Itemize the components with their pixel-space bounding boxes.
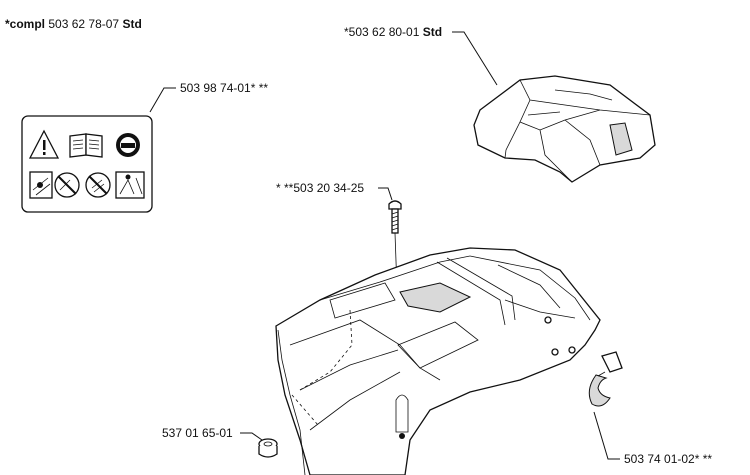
grommet-part xyxy=(258,438,278,458)
cover-part-label: *503 62 80-01 Std xyxy=(344,25,442,39)
grommet-part-label: 537 01 65-01 xyxy=(162,426,233,440)
no-hands-icon xyxy=(29,171,53,199)
no-kickback-icon xyxy=(54,172,80,198)
cover-part-number: *503 62 80-01 xyxy=(344,25,420,39)
clip-part-label: 503 74 01-02* ** xyxy=(624,452,713,466)
helmet-protection-icon xyxy=(116,133,140,157)
cylinder-cover-housing-part xyxy=(275,247,601,475)
safety-distance-icon xyxy=(115,171,145,199)
cover-std-suffix: Std xyxy=(422,25,443,39)
safety-decal-part xyxy=(21,115,153,213)
compl-std-suffix: Std xyxy=(122,17,142,31)
decal-part-label: 503 98 74-01* ** xyxy=(180,81,269,95)
screw-part-label: * **503 20 34-25 xyxy=(276,181,365,195)
open-book-icon xyxy=(69,133,103,158)
compl-part-label: *compl 503 62 78-07 Std xyxy=(5,17,142,31)
compl-part-number: 503 62 78-07 xyxy=(48,17,120,31)
clip-part xyxy=(588,351,623,407)
top-cover-part xyxy=(473,75,656,183)
no-one-hand-icon xyxy=(85,172,111,198)
compl-prefix: *compl xyxy=(5,17,46,31)
leader-lines xyxy=(149,31,620,460)
warning-triangle-icon xyxy=(28,129,60,159)
